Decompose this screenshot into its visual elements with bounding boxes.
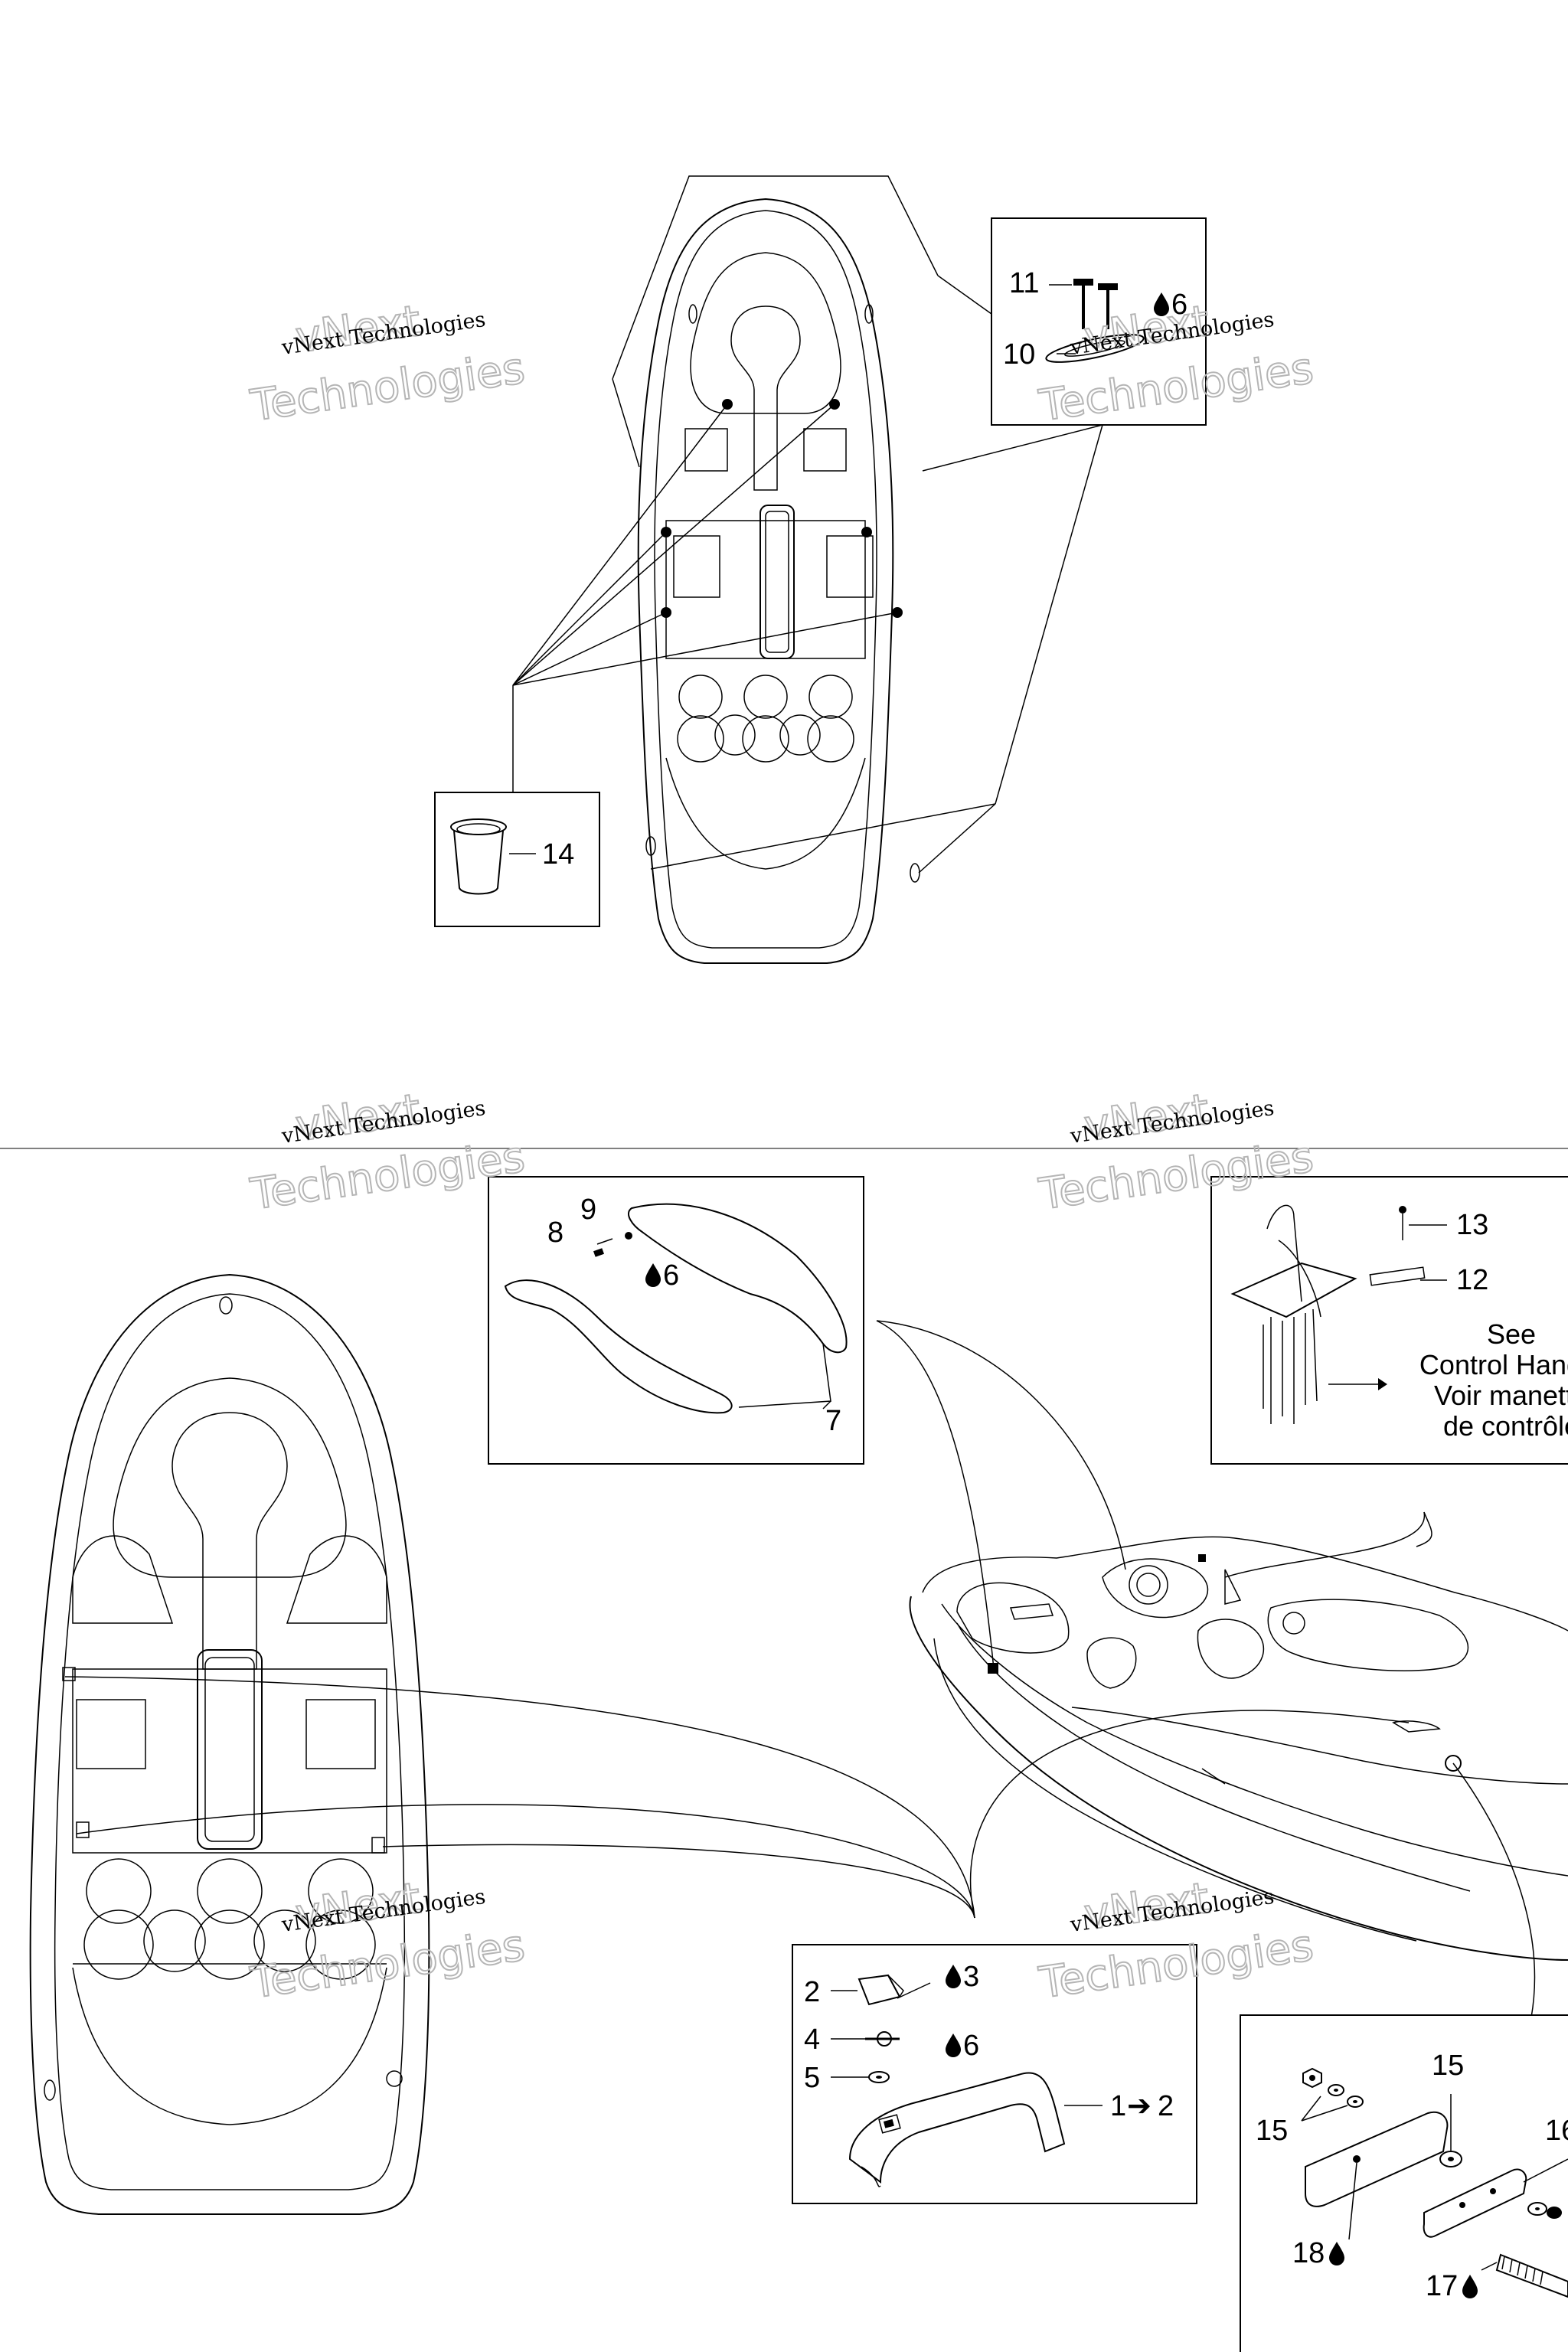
screw-icon	[865, 2031, 900, 2047]
control-handle-box: 13 12 See Control Handle Voir manette de…	[1210, 1176, 1568, 1465]
callout-11: 11	[1009, 267, 1039, 299]
cleat-box: 15 15 16 18 17	[1240, 2014, 1568, 2352]
callout-6: 6	[963, 2030, 979, 2062]
callout-18: 18	[1292, 2237, 1325, 2269]
bottom-leader-lines	[64, 1320, 1536, 2018]
cup-holder-icon	[450, 818, 507, 895]
callout-17: 17	[1426, 2270, 1458, 2302]
callout-15: 15	[1256, 2115, 1288, 2147]
see-note-line4: de contrôle	[1443, 1410, 1568, 1442]
callout-2: 2	[804, 1976, 820, 2008]
see-note-line1: See	[1487, 1318, 1536, 1350]
callout-8: 8	[547, 1217, 564, 1249]
callout-5: 5	[804, 2062, 820, 2094]
callout-6: 6	[1171, 289, 1187, 321]
callout-10: 10	[1003, 338, 1035, 371]
hardware-box-11-10: 11 10 6	[991, 217, 1207, 426]
nut-icon	[1302, 2067, 1322, 2089]
callout-1-to: 2	[1158, 2090, 1174, 2122]
see-note-line3: Voir manette	[1434, 1380, 1568, 1411]
cup-holder-box-14: 14	[434, 792, 600, 927]
watermark: vNext vNext Technologies Technologies	[247, 1084, 528, 1220]
arrow-icon: ➔	[1127, 2090, 1152, 2122]
callout-1: 1	[1110, 2090, 1126, 2122]
top-boat-view	[637, 198, 920, 964]
callout-6: 6	[663, 1259, 679, 1292]
callout-16: 16	[1545, 2115, 1568, 2147]
watermark: vNext vNext Technologies Technologies	[247, 296, 528, 432]
see-note-line2: Control Handle	[1419, 1349, 1568, 1380]
top-leader-lines	[512, 175, 1103, 874]
callout-3: 3	[963, 1961, 979, 1993]
callout-13: 13	[1456, 1209, 1488, 1241]
callout-15: 15	[1432, 2050, 1464, 2082]
callout-12: 12	[1456, 1264, 1488, 1296]
screw-icon	[1073, 279, 1093, 329]
callout-9: 9	[580, 1194, 596, 1226]
callout-7: 7	[825, 1405, 841, 1437]
perspective-boat-view	[909, 1536, 1568, 1961]
grab-handle-icon	[848, 2072, 1066, 2187]
callout-14: 14	[542, 838, 574, 871]
grab-rail-box: 9 8 6 7	[488, 1176, 864, 1465]
bottom-left-boat-view	[29, 1273, 430, 2215]
watermark: vNext vNext Technologies Technologies	[1035, 1873, 1317, 2009]
cleat-icon	[1045, 334, 1145, 363]
control-handle-icon	[1230, 1204, 1357, 1424]
handle-box: 2 3 4 6 5 1 ➔ 2	[792, 1944, 1197, 2204]
screw-icon	[1098, 283, 1118, 329]
callout-4: 4	[804, 2024, 820, 2056]
watermark: vNext vNext Technologies Technologies	[247, 1873, 528, 2009]
